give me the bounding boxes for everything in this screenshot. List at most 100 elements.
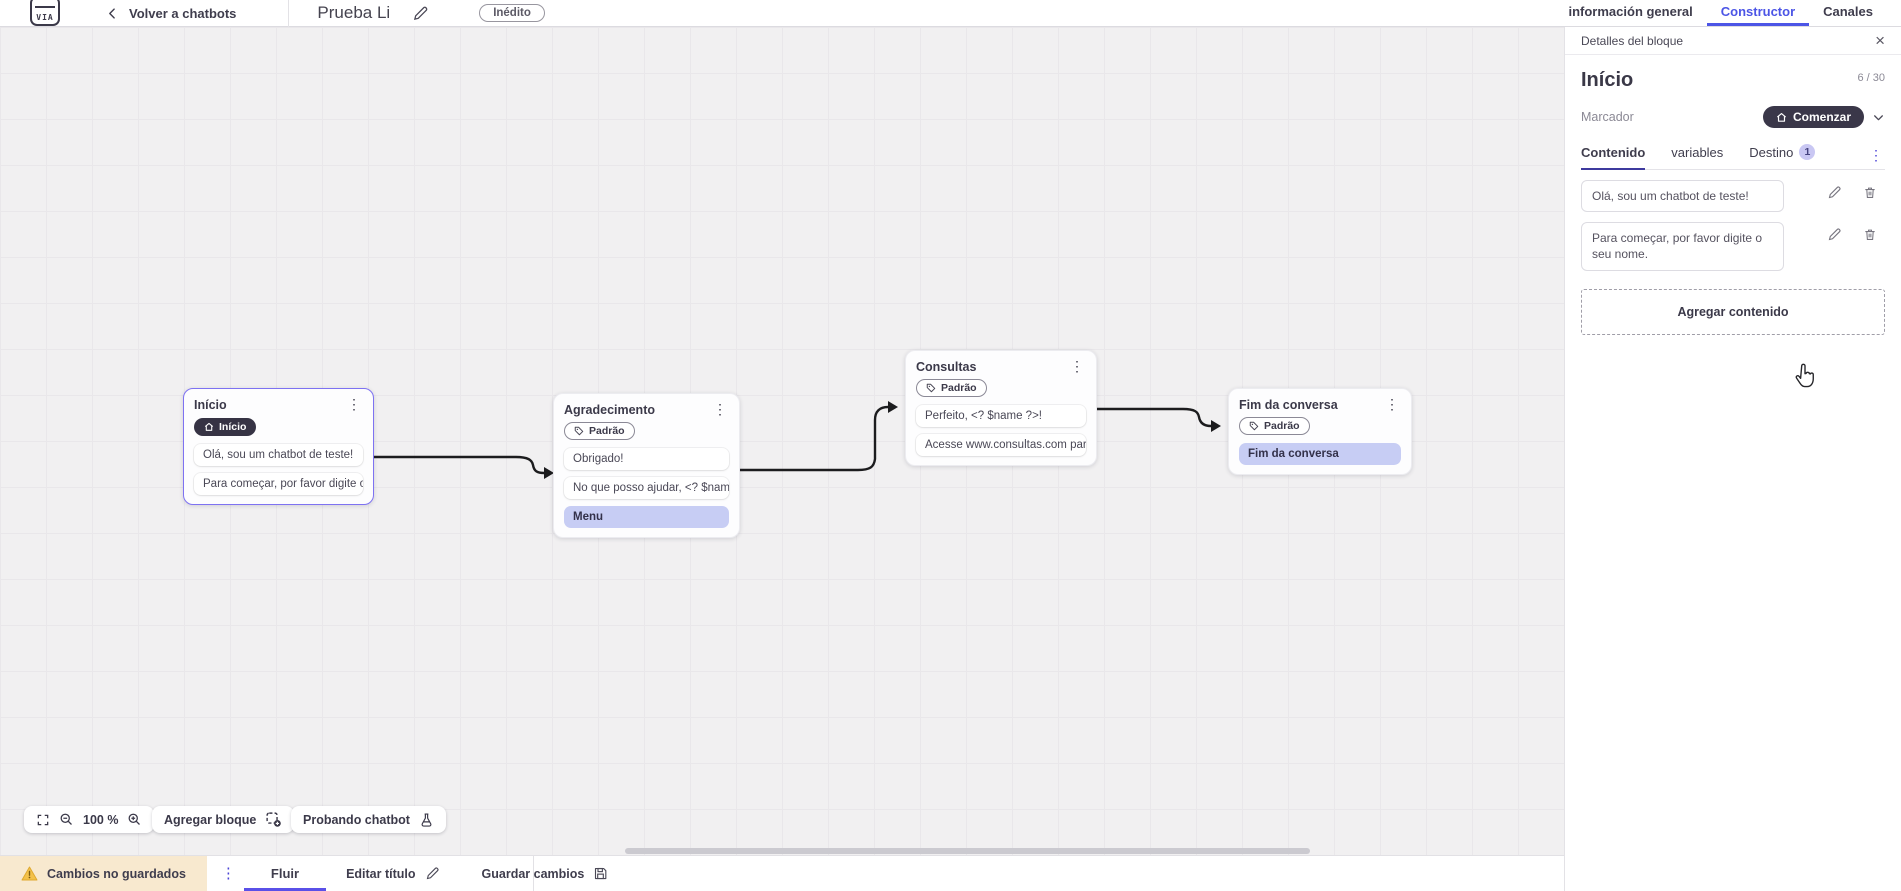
tab-contenido[interactable]: Contenido [1581, 145, 1646, 170]
delete-content-button[interactable] [1863, 185, 1877, 200]
save-changes-label: Guardar cambios [481, 866, 585, 881]
home-icon [1776, 112, 1786, 122]
block-message[interactable]: No que posso ajudar, <? $name ... [564, 477, 729, 499]
zoom-in-icon[interactable] [127, 812, 142, 827]
block-menu-item[interactable]: Fim da conversa [1239, 443, 1401, 465]
edit-chatbot-title-button[interactable] [412, 5, 429, 22]
zoom-controls: 100 % [24, 806, 155, 833]
marker-label: Marcador [1581, 110, 1634, 124]
content-item-actions [1827, 180, 1885, 200]
footer-divider [533, 856, 534, 891]
flow-block-agradecimento[interactable]: Agradecimento ⋮ Padrão Obrigado! No que … [553, 393, 740, 538]
content-item-row: Olá, sou um chatbot de teste! [1581, 180, 1885, 213]
block-header: Fim da conversa ⋮ [1239, 396, 1401, 412]
block-title: Início [194, 398, 227, 412]
flow-block-fim-da-conversa[interactable]: Fim da conversa ⋮ Padrão Fim da conversa [1228, 388, 1412, 475]
block-menu-icon[interactable]: ⋮ [1385, 396, 1399, 412]
logo-bar [35, 5, 55, 8]
tab-destino[interactable]: Destino 1 [1749, 144, 1816, 170]
block-name-field[interactable]: Início [1581, 69, 1634, 91]
edit-title-button[interactable]: Editar título [346, 856, 439, 891]
add-block-icon [265, 811, 282, 828]
pencil-icon [426, 867, 439, 880]
block-details-panel: Detalles del bloque × Início 6 / 30 Marc… [1564, 27, 1901, 891]
block-title: Consultas [916, 360, 977, 374]
top-bar-divider [288, 0, 290, 27]
bottom-bar: Cambios no guardados ⋮ Fluir Editar títu… [0, 855, 1564, 891]
test-chatbot-label: Probando chatbot [303, 812, 410, 827]
marker-row: Marcador Comenzar [1581, 106, 1885, 128]
delete-content-button[interactable] [1863, 227, 1877, 242]
top-bar-left: VIA Volver a chatbots Prueba Li Inédito [0, 0, 545, 27]
status-badge: Inédito [479, 4, 545, 22]
close-icon[interactable]: × [1875, 31, 1885, 50]
tab-canales[interactable]: Canales [1823, 4, 1873, 19]
flow-block-consultas[interactable]: Consultas ⋮ Padrão Perfeito, <? $name ?>… [905, 350, 1097, 466]
char-counter: 6 / 30 [1857, 72, 1885, 84]
tab-variables[interactable]: variables [1671, 145, 1724, 160]
pencil-icon [1828, 186, 1841, 199]
marker-selector: Comenzar [1762, 106, 1885, 128]
block-header: Início ⋮ [194, 396, 363, 412]
app-logo: VIA [30, 0, 60, 26]
flow-menu-icon[interactable]: ⋮ [220, 864, 236, 882]
block-menu-icon[interactable]: ⋮ [347, 396, 361, 412]
flow-block-inicio[interactable]: Início ⋮ Início Olá, sou um chatbot de t… [183, 388, 374, 505]
content-text-field[interactable]: Olá, sou um chatbot de teste! [1581, 180, 1784, 213]
content-item-actions [1827, 222, 1885, 242]
add-block-label: Agregar bloque [164, 812, 257, 827]
pencil-icon [1828, 228, 1841, 241]
block-menu-icon[interactable]: ⋮ [1070, 358, 1084, 374]
marker-value-button[interactable]: Comenzar [1762, 106, 1864, 128]
panel-tabs: Contenido variables Destino 1 ⋮ [1581, 144, 1885, 170]
logo-text: VIA [36, 12, 54, 22]
edit-content-button[interactable] [1827, 227, 1842, 242]
block-header: Consultas ⋮ [916, 358, 1086, 374]
chevron-down-icon[interactable] [1872, 111, 1885, 124]
warning-label: Cambios no guardados [47, 866, 186, 881]
block-name-row: Início 6 / 30 [1581, 69, 1885, 92]
content-text-field[interactable]: Para começar, por favor digite o seu nom… [1581, 222, 1784, 271]
block-type-badge: Padrão [564, 422, 635, 440]
block-message[interactable]: Obrigado! [564, 448, 729, 470]
flask-icon [419, 812, 434, 828]
save-icon [595, 867, 607, 880]
warning-icon [21, 866, 38, 881]
block-title: Fim da conversa [1239, 398, 1338, 412]
block-message[interactable]: Acesse www.consultas.com par... [916, 434, 1086, 456]
back-label: Volver a chatbots [129, 5, 237, 21]
content-item-row: Para começar, por favor digite o seu nom… [1581, 222, 1885, 271]
edit-title-label: Editar título [346, 866, 416, 881]
block-message[interactable]: Olá, sou um chatbot de teste! [194, 444, 363, 466]
add-block-button[interactable]: Agregar bloque [152, 806, 295, 833]
mouse-cursor-icon [1793, 363, 1815, 394]
tab-informacion-general[interactable]: información general [1568, 4, 1693, 19]
horizontal-scrollbar[interactable] [625, 848, 1310, 854]
block-title: Agradecimento [564, 403, 655, 417]
back-to-chatbots-button[interactable]: Volver a chatbots [106, 6, 236, 21]
tab-constructor[interactable]: Constructor [1706, 0, 1810, 26]
pencil-icon [414, 6, 428, 20]
tag-icon [926, 383, 936, 393]
trash-icon [1865, 187, 1875, 198]
panel-menu-icon[interactable]: ⋮ [1869, 147, 1883, 163]
block-menu-icon[interactable]: ⋮ [713, 401, 727, 417]
block-type-badge: Padrão [916, 379, 987, 397]
tag-icon [574, 426, 584, 436]
tag-icon [1249, 421, 1259, 431]
edit-content-button[interactable] [1827, 185, 1842, 200]
block-menu-item[interactable]: Menu [564, 506, 729, 528]
zoom-out-icon[interactable] [59, 812, 74, 827]
chatbot-title: Prueba Li [317, 3, 391, 22]
add-content-button[interactable]: Agregar contenido [1581, 288, 1885, 335]
tab-fluir[interactable]: Fluir [243, 856, 327, 891]
panel-header: Detalles del bloque × [1565, 27, 1901, 55]
fullscreen-icon[interactable] [36, 813, 50, 827]
save-changes-button[interactable]: Guardar cambios [482, 856, 609, 891]
block-message[interactable]: Para começar, por favor digite o ... [194, 473, 363, 495]
test-chatbot-button[interactable]: Probando chatbot [291, 806, 446, 833]
block-message[interactable]: Perfeito, <? $name ?>! [916, 405, 1086, 427]
panel-title: Detalles del bloque [1581, 33, 1684, 48]
block-type-badge: Padrão [1239, 417, 1310, 435]
